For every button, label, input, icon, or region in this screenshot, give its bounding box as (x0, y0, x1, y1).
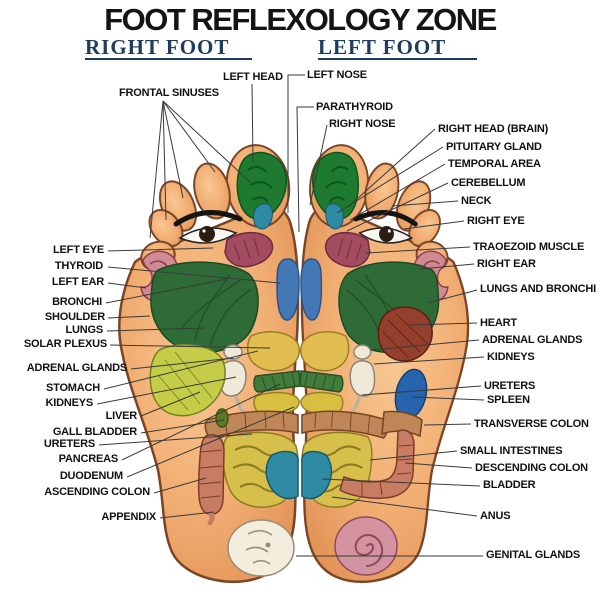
stomach-zone (246, 331, 300, 372)
label-shoulder: SHOULDER (44, 311, 105, 323)
label-anus: ANUS (480, 510, 511, 522)
fourth-toe (148, 209, 184, 247)
left-foot-organs (334, 306, 433, 576)
brainstem-zone (253, 203, 273, 230)
label-left-nose: LEFT NOSE (307, 69, 367, 81)
label-stomach: STOMACH (45, 382, 100, 394)
label-liver: LIVER (105, 410, 138, 422)
eyebrow (173, 210, 243, 227)
label-spleen: SPLEEN (487, 394, 530, 406)
label-kidneys-left: KIDNEYS (45, 397, 94, 409)
label-right-eye: RIGHT EYE (467, 215, 525, 227)
label-right-nose: RIGHT NOSE (329, 118, 396, 130)
trapezoid-zone (224, 231, 274, 268)
label-pituitary-gland: PITUITARY GLAND (446, 141, 542, 153)
right-foot-organs (149, 344, 295, 577)
label-cerebellum: CEREBELLUM (451, 177, 526, 189)
right-foot-heading: RIGHT FOOT (85, 35, 252, 60)
right-nose-leader (309, 124, 328, 206)
label-lungs: LUNGS (65, 324, 103, 336)
label-adrenal-glands-left: ADRENAL GLANDS (26, 362, 127, 374)
adrenal-zone (223, 344, 243, 360)
label-ascending-colon: ASCENDING COLON (44, 486, 150, 498)
label-lungs-and-bronchi: LUNGS AND BRONCHI (480, 283, 596, 295)
label-left-head: LEFT HEAD (223, 71, 283, 83)
label-neck: NECK (461, 195, 492, 207)
liver-zone (149, 344, 226, 417)
left-nose-leader (287, 74, 305, 213)
label-bronchi: BRONCHI (52, 296, 102, 308)
label-ureters-right: URETERS (484, 380, 536, 392)
thyroid-zone (276, 258, 300, 321)
second-toe (193, 162, 231, 220)
label-solar-plexus: SOLAR PLEXUS (23, 338, 107, 350)
label-kidneys-right: KIDNEYS (487, 351, 535, 363)
label-appendix: APPENDIX (101, 511, 156, 523)
page-title: FOOT REFLEXOLOGY ZONE (104, 2, 497, 37)
label-gall-bladder: GALL BLADDER (52, 426, 137, 438)
common-organ-zones (140, 151, 301, 508)
label-frontal-sinuses: FRONTAL SINUSES (119, 87, 219, 99)
label-temporal-area: TEMPORAL AREA (448, 158, 541, 170)
left-head-leader (251, 83, 254, 163)
appendix-zone (203, 505, 215, 526)
leader-lines (96, 74, 485, 557)
ascending-colon-zone (197, 434, 225, 516)
label-thyroid: THYROID (54, 260, 103, 272)
transverse-colon-extension (381, 410, 423, 438)
label-bladder: BLADDER (483, 479, 536, 491)
label-left-ear: LEFT EAR (51, 276, 104, 288)
bladder-zone (265, 450, 299, 500)
heart-zone (377, 306, 433, 362)
label-right-head-brain: RIGHT HEAD (BRAIN) (438, 123, 549, 135)
label-small-intestines: SMALL INTESTINES (460, 445, 563, 457)
label-parathyroid: PARATHYROID (316, 101, 393, 113)
label-duodenum: DUODENUM (59, 470, 123, 482)
label-descending-colon: DESCENDING COLON (475, 462, 588, 474)
label-left-eye: LEFT EYE (53, 244, 104, 256)
label-ureters-left: URETERS (43, 438, 95, 450)
frontal-sinuses-leaders (149, 100, 251, 239)
right-foot (118, 144, 301, 584)
descending-colon-zone (339, 429, 415, 499)
label-right-ear: RIGHT EAR (477, 258, 536, 270)
left-foot-heading: LEFT FOOT (318, 35, 477, 60)
label-traoezoid-muscle: TRAOEZOID MUSCLE (473, 241, 585, 253)
left-foot (300, 139, 470, 584)
parathyroid-leader (296, 106, 314, 233)
label-genital-glands: GENITAL GLANDS (486, 549, 580, 561)
label-heart: HEART (480, 317, 517, 329)
label-transverse-colon: TRANSVERSE COLON (474, 418, 589, 430)
label-adrenal-glands-right: ADRENAL GLANDS (482, 334, 583, 346)
label-pancreas: PANCREAS (58, 453, 119, 465)
